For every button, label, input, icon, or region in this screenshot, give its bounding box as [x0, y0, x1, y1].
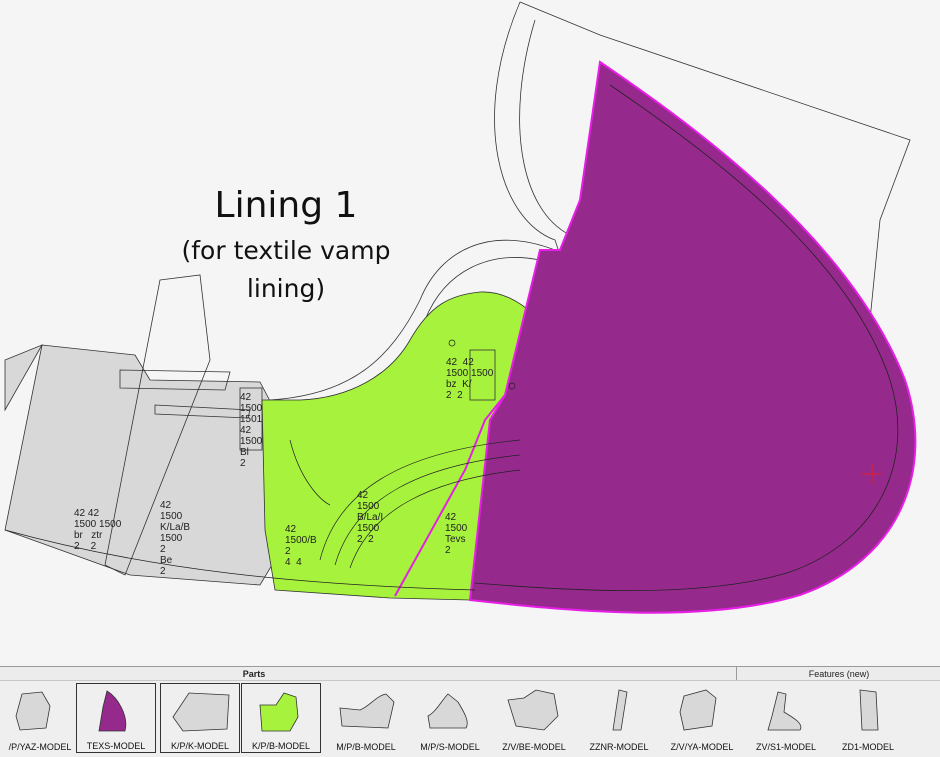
part-label: ZD1-MODEL — [841, 742, 894, 752]
toe-inner-line — [474, 84, 899, 592]
part-yaz[interactable]: /P/YAZ-MODEL — [0, 683, 80, 753]
part-zvs1[interactable]: ZV/S1-MODEL — [746, 683, 826, 753]
part-zvbe[interactable]: Z/V/BE-MODEL — [494, 683, 574, 753]
pattern-drawing[interactable] — [0, 0, 940, 666]
piece-label-box: 42 1500 1501 42 1500 Bl 2 — [240, 392, 263, 469]
kpb-part-icon — [259, 692, 299, 732]
panel-header-bar: Parts Features (new) — [0, 666, 940, 681]
pattern-canvas[interactable]: Lining 1 (for textile vamp lining) 42 42… — [0, 0, 940, 666]
part-label: K/P/K-MODEL — [170, 741, 229, 751]
part-label: ZZNR-MODEL — [589, 742, 649, 752]
strip-piece-2 — [119, 369, 231, 391]
yaz-part-icon — [15, 691, 51, 731]
collar-curve — [269, 239, 556, 401]
mps-part-icon — [427, 693, 468, 729]
part-texs[interactable]: TEXS-MODEL — [76, 683, 156, 753]
piece-label-tevs: 42 1500 Tevs 2 — [445, 512, 468, 556]
zvbe-part-icon — [507, 689, 559, 731]
part-label: K/P/B-MODEL — [251, 741, 310, 751]
outline-inner-arc — [494, 1, 561, 256]
lining-subtitle-line1: (for textile vamp — [181, 236, 391, 265]
part-kpk[interactable]: K/P/K-MODEL — [160, 683, 240, 753]
part-zznr[interactable]: ZZNR-MODEL — [579, 683, 659, 753]
parts-strip: /P/YAZ-MODEL TEXS-MODEL K/P/K-MODEL K/P/… — [0, 680, 940, 757]
lining-subtitle-line2: lining) — [246, 274, 326, 303]
red-cross-marker — [862, 464, 882, 484]
zvya-part-icon — [679, 689, 717, 731]
zznr-part-icon — [612, 689, 628, 731]
zd1-part-icon — [859, 689, 879, 731]
inner-stitch-3 — [349, 469, 521, 569]
lining-title-overlay: Lining 1 (for textile vamp lining) — [160, 180, 412, 308]
magenta-seam — [394, 394, 506, 597]
part-label: M/P/S-MODEL — [420, 742, 480, 752]
part-label: Z/V/BE-MODEL — [502, 742, 566, 752]
piece-label-green-2: 42 1500/B 2 4 4 — [285, 524, 317, 568]
inner-arc-green — [289, 439, 331, 506]
strip-piece-1 — [104, 274, 211, 576]
piece-label-strip: 42 1500 K/La/B 1500 2 Be 2 — [160, 500, 191, 577]
part-label: M/P/B-MODEL — [336, 742, 396, 752]
part-label: Z/V/YA-MODEL — [670, 742, 734, 752]
mpb-part-icon — [339, 693, 395, 729]
part-kpb[interactable]: K/P/B-MODEL — [241, 683, 321, 753]
part-mpb[interactable]: M/P/B-MODEL — [326, 683, 406, 753]
outline-upper — [519, 1, 911, 321]
strip-piece-3 — [154, 404, 251, 419]
part-label: TEXS-MODEL — [86, 741, 146, 751]
small-piece-box — [239, 387, 263, 451]
features-panel-title[interactable]: Features (new) — [736, 667, 940, 681]
texs-part-icon — [98, 690, 127, 732]
gray-lining-piece — [4, 344, 281, 586]
bottom-line — [4, 529, 476, 591]
small-piece-box-2 — [469, 349, 496, 401]
purple-toe-lining — [468, 60, 917, 614]
part-label: /P/YAZ-MODEL — [8, 742, 72, 752]
piece-label-green-top: 42 42 1500 1500 bz K/ 2 2 — [446, 357, 494, 401]
punch-hole-1 — [448, 339, 456, 347]
punch-hole-2 — [508, 382, 516, 390]
part-label: ZV/S1-MODEL — [755, 742, 816, 752]
piece-label-gray: 42 42 1500 1500 br ztr 2 2 — [74, 508, 122, 552]
part-zd1[interactable]: ZD1-MODEL — [828, 683, 908, 753]
part-mps[interactable]: M/P/S-MODEL — [410, 683, 490, 753]
piece-label-green-1: 42 1500 B/La/I 1500 2 2 — [357, 490, 384, 545]
outline-inner-arc-2 — [519, 19, 571, 236]
lining-title: Lining 1 — [214, 185, 358, 226]
inner-stitch-1 — [319, 439, 521, 561]
zvs1-part-icon — [767, 691, 802, 731]
parts-panel-title: Parts — [242, 669, 266, 679]
inner-stitch-2 — [334, 454, 521, 566]
gray-lining-piece-2 — [4, 344, 43, 412]
kpk-part-icon — [172, 692, 230, 732]
part-zvya[interactable]: Z/V/YA-MODEL — [662, 683, 742, 753]
